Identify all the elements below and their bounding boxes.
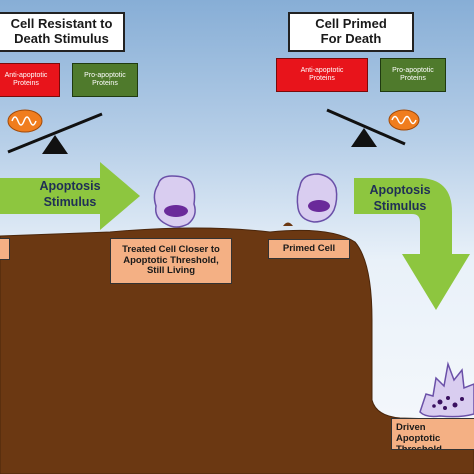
left-pro-apoptotic-box: Pro-apoptotic Proteins (72, 63, 138, 97)
right-balance-scale (326, 108, 406, 147)
left-cut-label-box (0, 238, 10, 260)
left-balance-scale (7, 112, 103, 154)
right-pro-apoptotic-box: Pro-apoptotic Proteins (380, 58, 446, 92)
apoptotic-cell-icon (419, 361, 474, 418)
treated-cell-label: Treated Cell Closer to Apoptotic Thresho… (110, 238, 232, 284)
right-stimulus-arrow (354, 178, 470, 310)
left-mitochondrion-icon (7, 109, 43, 133)
resistant-title-box: Cell Resistant to Death Stimulus (0, 12, 125, 52)
left-arrow-label: Apoptosis Stimulus (39, 179, 101, 210)
primed-title-box: Cell Primed For Death (288, 12, 414, 52)
cliff-ground (0, 227, 474, 474)
left-anti-apoptotic-box: Anti-apoptotic Proteins (0, 63, 60, 97)
treated-driven-label: Treated Cell Driven Apoptotic Threshold (391, 418, 474, 450)
right-arrow-label: Apoptosis Stimulus (369, 183, 431, 214)
primed-cell-icon (296, 173, 338, 223)
left-stimulus-arrow (0, 162, 140, 230)
right-mitochondrion-icon (388, 109, 420, 131)
right-anti-apoptotic-box: Anti-apoptotic Proteins (276, 58, 368, 92)
primed-cell-label: Primed Cell (268, 239, 350, 259)
ground-bump (283, 222, 293, 226)
treated-cell-icon (153, 175, 196, 228)
